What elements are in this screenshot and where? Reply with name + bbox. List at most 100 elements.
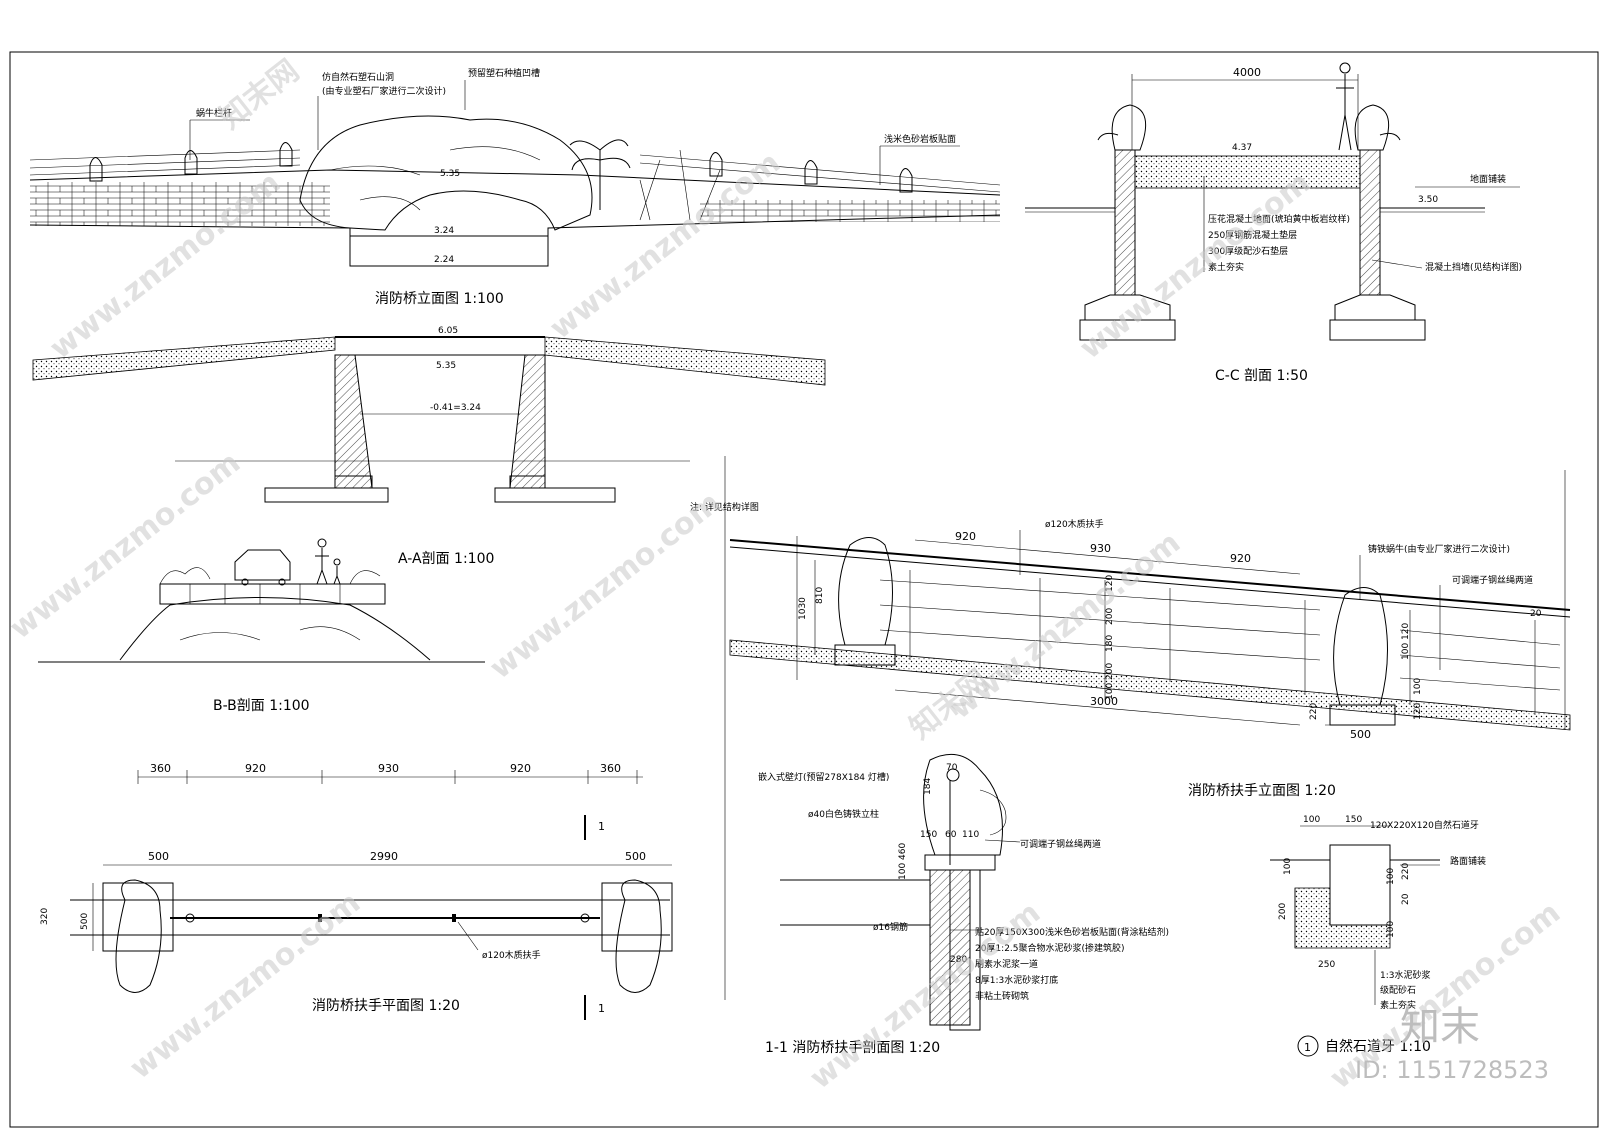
curb-dim-r4: 100 <box>1386 921 1396 938</box>
hr-dim-m1: 120 <box>1105 575 1115 592</box>
handrail-elevation-title: 消防桥扶手立面图 1:20 <box>1188 783 1336 799</box>
curb-label-stone: 120X220X120自然石道牙 <box>1370 819 1479 831</box>
level-6-05: 6.05 <box>438 326 458 336</box>
section-cc-title: C-C 剖面 1:50 <box>1215 368 1308 384</box>
plan-dim-8: 500 <box>625 850 646 863</box>
curb-label-paving: 路面铺装 <box>1450 855 1486 867</box>
sec-dim-4: 60 <box>945 830 957 840</box>
plan-dim-4: 920 <box>510 762 531 775</box>
sec-dim-7: 100 <box>898 863 908 880</box>
plan-dim-320: 320 <box>40 908 50 925</box>
plan-dim-2: 920 <box>245 762 266 775</box>
hr-dim-r2: 120 <box>1413 703 1423 720</box>
sec-dim-1: 70 <box>946 763 958 773</box>
cut-mark-bottom: 1 <box>598 1002 605 1015</box>
cc-layer-1: 压花混凝土地面(琥珀黄中板岩纹样) <box>1208 213 1350 225</box>
section-cc: 4000 4.37 3.50 地面铺装 压花混凝土地面(琥珀黄中板岩纹样) 25… <box>1025 62 1522 384</box>
hr-dim-m2: 200 <box>1105 608 1115 625</box>
bridge-long-section: 6.05 5.35 -0.41=3.24 <box>32 326 826 503</box>
hr-note: 注: 详见结构详图 <box>690 501 759 513</box>
label-snail-rail: 蜗牛栏杆 <box>196 107 232 119</box>
sec-dim-5: 110 <box>962 830 979 840</box>
sec-dim-3: 150 <box>920 830 937 840</box>
plan-dim-1: 360 <box>150 762 171 775</box>
watermark-site-4: www.znzmo.com <box>3 445 247 646</box>
curb-dim-t2: 150 <box>1345 815 1362 825</box>
section-bb-title: B-B剖面 1:100 <box>213 698 310 714</box>
sheet-border <box>9 51 1599 1128</box>
level-water: -0.41=3.24 <box>430 403 481 413</box>
curb-layer-1: 1:3水泥砂浆 <box>1380 969 1431 981</box>
hr-dim-810: 810 <box>815 587 825 604</box>
handrail-section: 嵌入式壁灯(预留278X184 灯槽) ø40白色铸铁立柱 可调端子钢丝绳两道 … <box>758 753 1169 1056</box>
curb-dim-r2: 100 <box>1386 868 1396 885</box>
curb-layer-3: 素土夯实 <box>1380 999 1416 1011</box>
section-aa-bb: A-A剖面 1:100 B-B剖面 1:100 <box>38 538 494 714</box>
hr-dim-1: 920 <box>955 530 976 543</box>
plan-dim-500: 500 <box>80 913 90 930</box>
hr-dim-r5: 100 <box>1401 643 1411 660</box>
handrail-section-title: 1-1 消防桥扶手剖面图 1:20 <box>765 1040 940 1056</box>
cut-mark-top: 1 <box>598 820 605 833</box>
label-stone-facing: 浅米色砂岩板贴面 <box>884 133 956 145</box>
curb-number: 1 <box>1304 1041 1311 1054</box>
hr-dim-m5: 100 <box>1105 683 1115 700</box>
bridge-elevation: 5.35 3.24 2.24 蜗牛栏杆 仿自然石塑石山洞 (由专业塑石厂家进行二… <box>29 67 1001 307</box>
hr-dim-post: 500 <box>1350 728 1371 741</box>
label-planting-groove: 预留塑石种植凹槽 <box>468 67 540 79</box>
curb-dim-l2: 200 <box>1278 903 1288 920</box>
watermark-brand: 知末 <box>1400 1004 1480 1050</box>
label-rock-cave-note: (由专业塑石厂家进行二次设计) <box>322 85 446 97</box>
cc-level-road: 3.50 <box>1418 195 1438 205</box>
hr-dim-bottom: 3000 <box>1090 695 1118 708</box>
sec-layer-3: 刷素水泥浆一道 <box>975 958 1038 970</box>
elevation-title: 消防桥立面图 1:100 <box>375 291 504 307</box>
handrail-plan: 360 920 930 920 360 500 2990 500 320 500… <box>40 762 673 1020</box>
sec-layer-5: 非粘土砖砌筑 <box>975 990 1029 1002</box>
curb-detail: 100 150 100 200 220 100 20 100 250 120X2… <box>1270 815 1486 1057</box>
hr-label-snail: 铸铁蜗牛(由专业厂家进行二次设计) <box>1368 543 1510 555</box>
hr-dim-m4: 200 <box>1105 663 1115 680</box>
hr-dim-3: 920 <box>1230 552 1251 565</box>
curb-detail-title: 自然石道牙 1:10 <box>1325 1038 1431 1055</box>
handrail-plan-title: 消防桥扶手平面图 1:20 <box>312 998 460 1014</box>
watermark-site-7: www.znzmo.com <box>123 885 367 1086</box>
hr-dim-1030: 1030 <box>798 597 808 620</box>
hr-dim-m3: 180 <box>1105 635 1115 652</box>
plan-label-handrail: ø120木质扶手 <box>482 949 541 961</box>
sec-layer-2: 20厚1:2.5聚合物水泥砂浆(掺建筑胶) <box>975 942 1125 954</box>
sec-dim-8: 280 <box>950 955 967 965</box>
level-5-35-sec: 5.35 <box>436 361 456 371</box>
watermark-brand-alt-1: 知末网 <box>213 53 305 136</box>
curb-dim-r1: 220 <box>1401 863 1411 880</box>
curb-dim-bottom: 250 <box>1318 960 1335 970</box>
cc-level-top: 4.37 <box>1232 143 1252 153</box>
hr-label-handrail: ø120木质扶手 <box>1045 518 1104 530</box>
level-2-24: 2.24 <box>434 255 454 265</box>
watermark-id: ID: 1151728523 <box>1355 1056 1549 1084</box>
plan-dim-5: 360 <box>600 762 621 775</box>
label-rock-cave: 仿自然石塑石山洞 <box>322 71 394 83</box>
hr-dim-r3: 100 <box>1413 678 1423 695</box>
cc-layer-3: 300厚级配沙石垫层 <box>1208 245 1288 257</box>
cc-retaining-wall: 混凝土挡墙(见结构详图) <box>1425 261 1522 273</box>
hr-dim-r1: 220 <box>1309 703 1319 720</box>
plan-dim-3: 930 <box>378 762 399 775</box>
watermark-site-3: www.znzmo.com <box>1073 165 1317 366</box>
level-3-24: 3.24 <box>434 226 454 236</box>
sec-label-rebar: ø16钢筋 <box>873 921 908 933</box>
hr-dim-r4: 120 <box>1401 623 1411 640</box>
curb-dim-l1: 100 <box>1283 858 1293 875</box>
curb-dim-r3: 20 <box>1401 893 1411 905</box>
hr-dim-r6: 20 <box>1530 609 1542 619</box>
cc-road-paving: 地面铺装 <box>1470 173 1506 185</box>
watermark-site-5: www.znzmo.com <box>483 485 727 686</box>
plan-dim-6: 500 <box>148 850 169 863</box>
handrail-elevation: 注: 详见结构详图 920 930 920 3000 500 1030 810 … <box>690 456 1571 1000</box>
plan-dim-7: 2990 <box>370 850 398 863</box>
cc-layer-2: 250厚钢筋混凝土垫层 <box>1208 229 1297 241</box>
sec-layer-1: 贴20厚150X300浅米色砂岩板贴面(背涂粘结剂) <box>975 926 1169 938</box>
hr-dim-2: 930 <box>1090 542 1111 555</box>
cc-layer-4: 素土夯实 <box>1208 261 1244 273</box>
